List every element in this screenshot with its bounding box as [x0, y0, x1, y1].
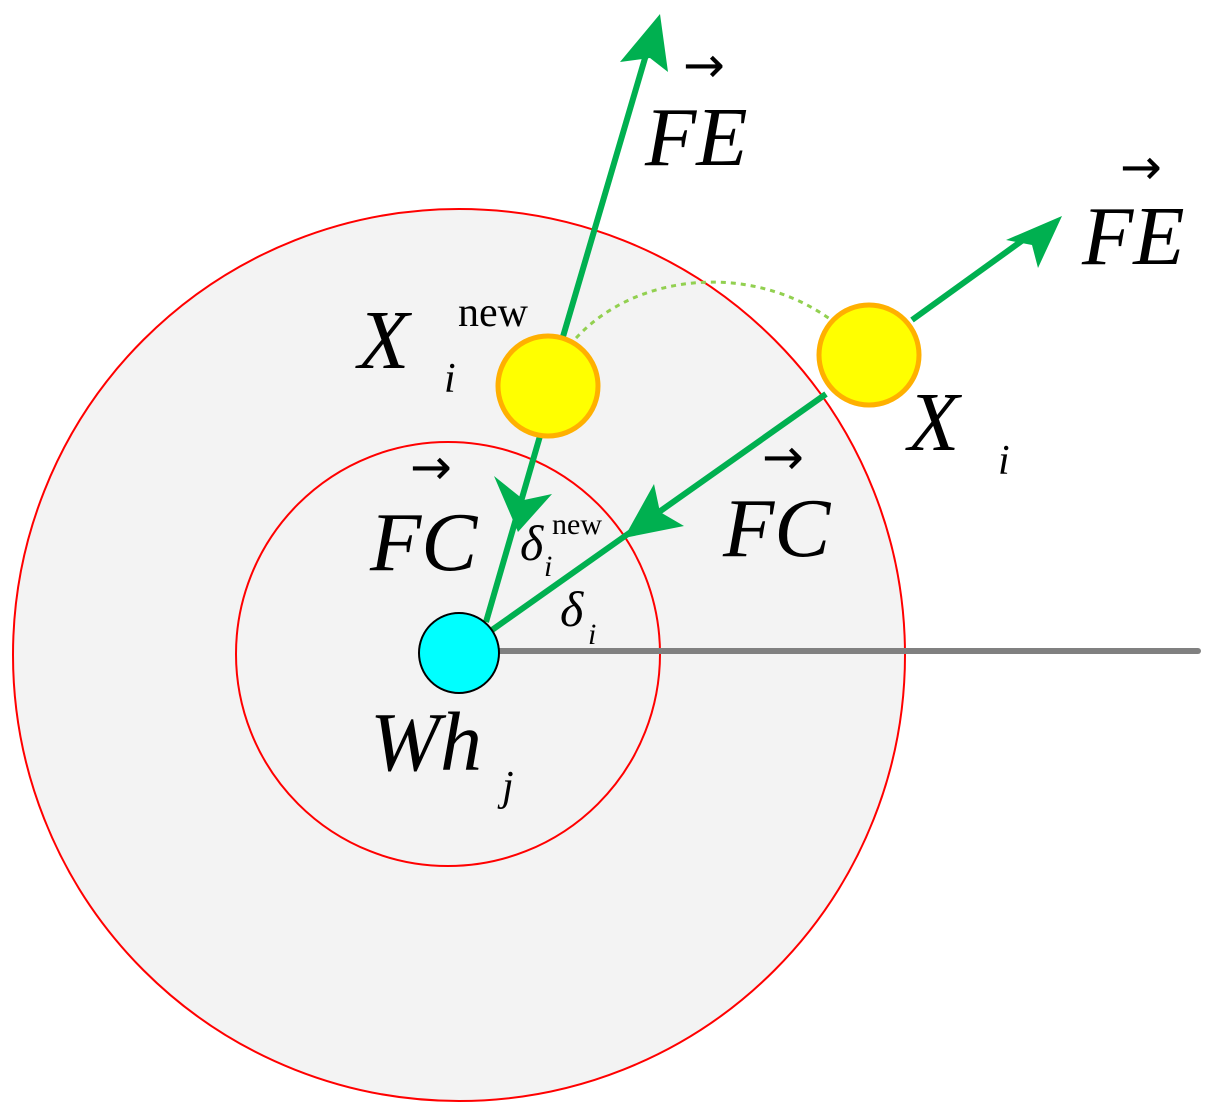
delta-new-base: δ — [520, 515, 544, 571]
wormhole-base: Wh — [370, 696, 482, 789]
fc-vector-right-head — [624, 484, 684, 538]
fe-top-text: FE — [644, 91, 748, 184]
x-i-base: X — [905, 376, 963, 469]
label-delta-i: δ i — [560, 581, 596, 651]
vector-arrow-glyph: → — [1120, 138, 1162, 196]
label-fc-left: → FC — [369, 438, 478, 589]
vector-arrow-glyph: → — [410, 438, 452, 496]
fe-right-text: FE — [1081, 190, 1185, 283]
fe-vector-top — [559, 47, 651, 341]
label-wormhole: Wh j — [370, 696, 514, 810]
fe-vector-right — [910, 232, 1032, 323]
label-delta-new: δ new i — [520, 508, 602, 583]
x-new-superscript: new — [458, 290, 529, 336]
particle-new-position — [495, 333, 601, 439]
fc-vector-left-head — [494, 476, 552, 532]
fc-vector-left — [483, 435, 543, 623]
delta-new-subscript: i — [544, 550, 552, 583]
delta-new-superscript: new — [552, 508, 602, 541]
x-new-subscript: i — [444, 356, 456, 402]
x-new-base: X — [355, 294, 413, 387]
fe-vector-top-head — [620, 14, 668, 72]
label-fe-top: → FE — [644, 36, 748, 184]
label-fc-right: → FC — [722, 428, 831, 575]
label-x-i: X i — [905, 376, 1010, 484]
fc-right-text: FC — [722, 482, 831, 575]
vector-arrow-glyph: → — [762, 428, 804, 486]
fe-vector-right-head — [1006, 216, 1062, 268]
particle-current-position — [816, 302, 922, 408]
label-fe-right: → FE — [1081, 138, 1185, 283]
wormhole-node — [418, 612, 500, 694]
delta-i-subscript: i — [588, 618, 596, 651]
fc-left-text: FC — [369, 496, 478, 589]
particle-move-path — [568, 280, 867, 353]
x-i-subscript: i — [998, 438, 1010, 484]
vector-arrow-glyph: → — [683, 36, 725, 94]
delta-i-base: δ — [560, 581, 584, 637]
wormhole-subscript: j — [497, 764, 514, 810]
label-x-new: X new i — [355, 290, 529, 402]
